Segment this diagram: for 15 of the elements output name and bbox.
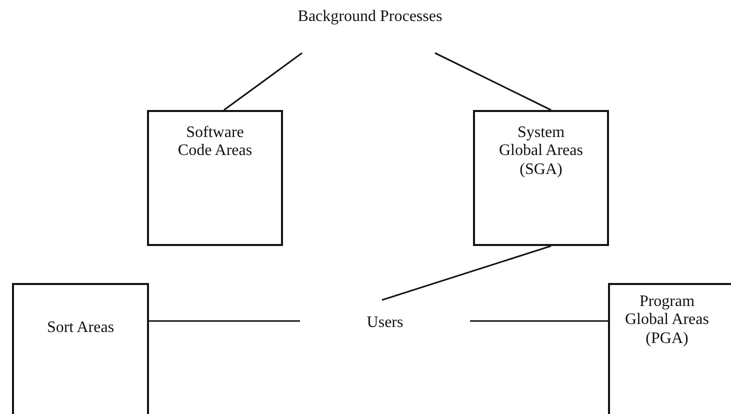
connector-line	[382, 245, 552, 301]
box-label: Sort Areas	[46, 319, 114, 338]
box-label: Software Code Areas	[176, 124, 254, 161]
connector-line	[434, 52, 552, 111]
node-label: Background Processes	[298, 8, 442, 26]
process-box	[473, 110, 609, 246]
connector-line	[149, 320, 300, 322]
process-box	[608, 283, 731, 414]
process-box	[12, 283, 149, 414]
box-label: System Global Areas (SGA)	[498, 124, 584, 180]
process-box	[147, 110, 283, 246]
box-label: Program Global Areas (PGA)	[624, 293, 710, 348]
node-label: Users	[366, 314, 404, 332]
connector-line	[470, 320, 608, 322]
connector-line	[224, 52, 302, 111]
